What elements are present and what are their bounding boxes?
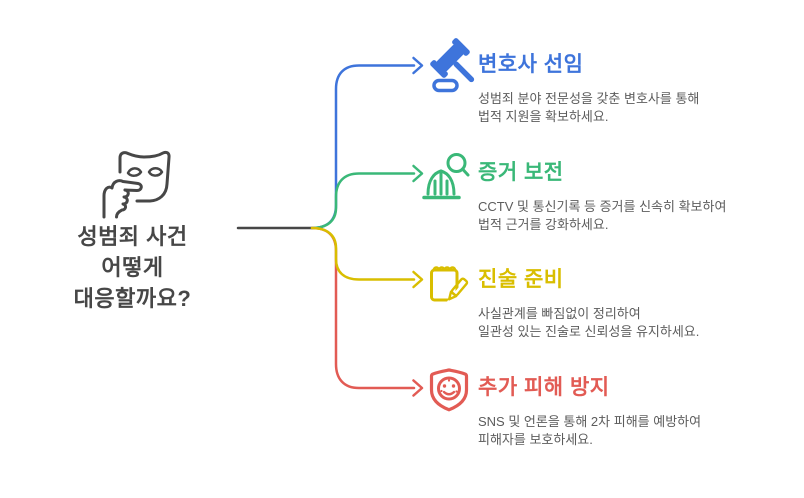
branch-title: 변호사 선임 bbox=[478, 53, 584, 76]
branch-description: 사실관계를 빠짐없이 정리하여 일관성 있는 진술로 신뢰성을 유지하세요. bbox=[478, 306, 700, 339]
branch-lines bbox=[236, 56, 424, 397]
main-question-title: 성범죄 사건 어떻게 대응할까요? bbox=[73, 224, 192, 311]
mask-in-hand-icon bbox=[102, 150, 171, 219]
arrow-icon bbox=[412, 164, 424, 183]
branch-description: SNS 및 언론을 통해 2차 피해를 예방하여 피해자를 보호하세요. bbox=[478, 414, 702, 447]
branch-description: CCTV 및 통신기록 등 증거를 신속히 확보하여 법적 근거를 강화하세요. bbox=[478, 199, 727, 232]
branch-title: 추가 피해 방지 bbox=[478, 376, 610, 399]
evidence-search-icon bbox=[422, 153, 470, 200]
branch-description: 성범죄 분야 전문성을 갖춘 변호사를 통해 법적 지원을 확보하세요. bbox=[478, 91, 700, 124]
shield-face-icon bbox=[429, 368, 469, 412]
arrow-icon bbox=[412, 56, 424, 75]
arrow-icon bbox=[412, 379, 424, 397]
branch-item-evidence: 증거 보전 CCTV 및 통신기록 등 증거를 신속히 확보하여 법적 근거를 … bbox=[478, 160, 798, 234]
branch-title: 진술 준비 bbox=[478, 268, 564, 291]
notepad-pencil-icon bbox=[430, 266, 477, 310]
branch-item-statement: 진술 준비 사실관계를 빠짐없이 정리하여 일관성 있는 진술로 신뢰성을 유지… bbox=[478, 267, 798, 341]
arrow-icon bbox=[412, 270, 424, 289]
gavel-icon bbox=[430, 38, 475, 93]
branch-item-lawyer: 변호사 선임 성범죄 분야 전문성을 갖춘 변호사를 통해 법적 지원을 확보하… bbox=[478, 52, 798, 126]
branch-item-protection: 추가 피해 방지 SNS 및 언론을 통해 2차 피해를 예방하여 피해자를 보… bbox=[478, 375, 798, 449]
branch-title: 증거 보전 bbox=[478, 161, 564, 184]
